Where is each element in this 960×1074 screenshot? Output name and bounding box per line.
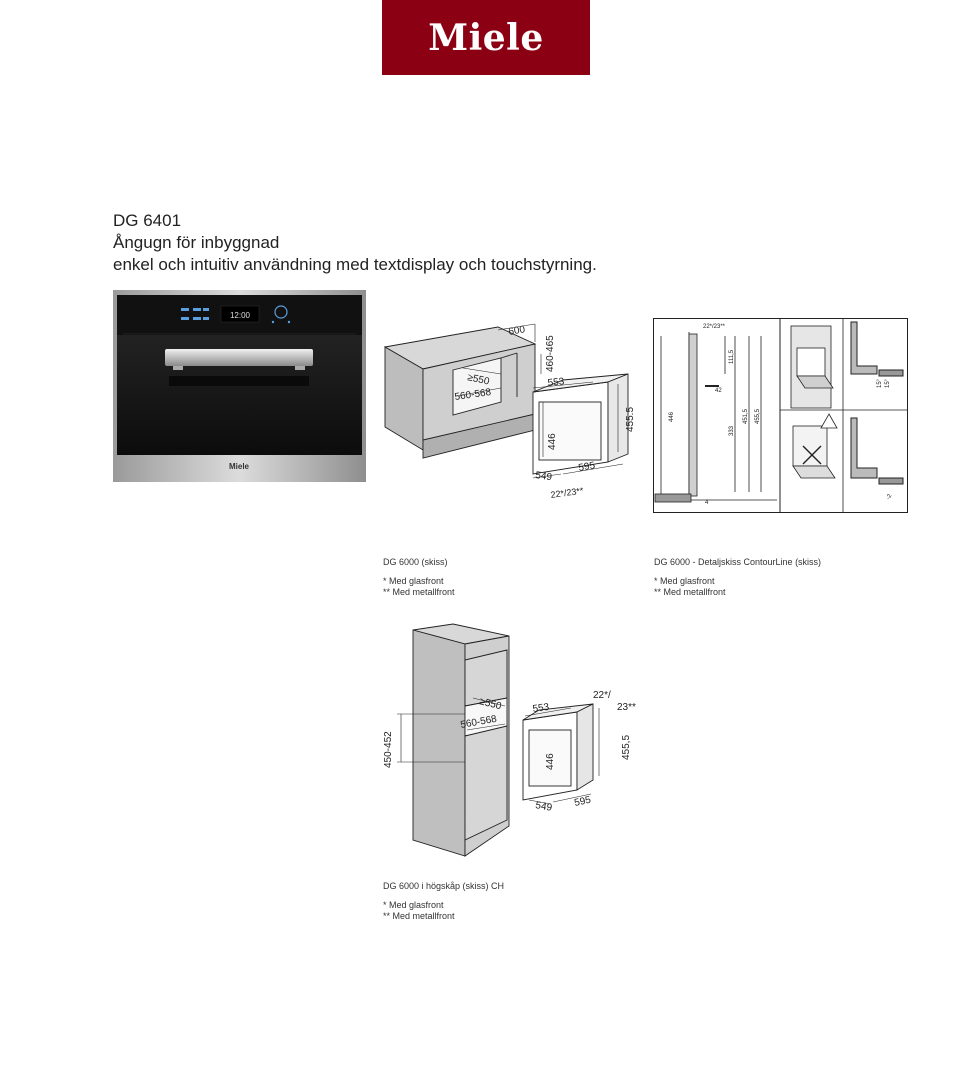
- detail-dim-42: 42: [715, 388, 722, 394]
- dim-min-550: ≥550: [466, 372, 490, 387]
- detail-dim-minus-2: -2: [886, 493, 894, 501]
- dim-460-465: 460-465: [545, 335, 556, 372]
- detail-dim-451-5: 451,5: [743, 408, 749, 424]
- caption-title: DG 6000 (skiss): [383, 557, 448, 567]
- oven-brand-plate: Miele: [229, 462, 250, 471]
- detail-dim-333: 333: [729, 425, 735, 436]
- oven-product-image: 12:00 Miele: [113, 290, 366, 482]
- caption-note-metal: ** Med metallfront: [654, 587, 726, 597]
- dim-446: 446: [547, 433, 558, 450]
- dim-549: 549: [535, 470, 553, 483]
- detail-dim-455-5: 455,5: [755, 408, 761, 424]
- caption-contourline-drawing: DG 6000 - Detaljskiss ContourLine (skiss…: [654, 557, 821, 598]
- miele-logo: Miele: [382, 0, 590, 75]
- dim-553: 553: [547, 376, 565, 389]
- dim-22-23: 22*/23**: [550, 485, 585, 500]
- detail-dim-111-5: 111,5: [729, 349, 735, 364]
- tall-dim-min-550: ≥550: [478, 696, 503, 712]
- detail-angle-15-b: 15°: [885, 378, 891, 388]
- installation-drawing-contourline: 22*/23** 111,5 42 446 333 451,5 455,5 4 …: [653, 318, 908, 513]
- detail-dim-4: 4: [705, 500, 709, 506]
- dim-600: 600: [508, 324, 527, 338]
- tall-dim-446: 446: [545, 753, 556, 770]
- product-subtitle: Ångugn för inbyggnad: [113, 233, 280, 252]
- installation-drawing-tall-cabinet: 450-452 ≥550 560-568 553 22*/ 23** 446 4…: [383, 623, 636, 857]
- caption-title: DG 6000 i högskåp (skiss) CH: [383, 881, 505, 891]
- tall-dim-553: 553: [532, 702, 550, 715]
- caption-note-glass: * Med glasfront: [383, 576, 444, 586]
- detail-dim-446: 446: [669, 411, 675, 422]
- logo-text: Miele: [428, 16, 544, 59]
- tall-dim-450-452: 450-452: [383, 731, 394, 768]
- tall-dim-455-5: 455,5: [621, 735, 632, 760]
- dim-455-5: 455,5: [625, 407, 633, 432]
- dim-560-568: 560-568: [454, 387, 492, 403]
- oven-clock: 12:00: [230, 311, 251, 320]
- tall-dim-595: 595: [573, 795, 592, 809]
- model-title: DG 6401: [113, 211, 182, 230]
- installation-drawing-counter: 600 460-465 ≥550 560-568 553 455,5 446 5…: [383, 323, 633, 500]
- product-description: enkel och intuitiv användning med textdi…: [113, 255, 597, 274]
- caption-title: DG 6000 - Detaljskiss ContourLine (skiss…: [654, 557, 822, 567]
- tall-dim-549: 549: [534, 800, 553, 814]
- detail-dim-22-23: 22*/23**: [703, 324, 726, 330]
- caption-counter-drawing: DG 6000 (skiss) * Med glasfront ** Med m…: [383, 557, 455, 598]
- caption-note-glass: * Med glasfront: [383, 900, 444, 910]
- tall-dim-23: 23**: [617, 702, 636, 713]
- caption-note-metal: ** Med metallfront: [383, 911, 455, 921]
- tall-dim-22: 22*/: [593, 690, 611, 701]
- product-header: DG 6401 Ångugn för inbyggnad enkel och i…: [113, 210, 597, 276]
- caption-tall-cabinet-drawing: DG 6000 i högskåp (skiss) CH * Med glasf…: [383, 881, 504, 922]
- caption-note-glass: * Med glasfront: [654, 576, 715, 586]
- detail-angle-15-a: 15°: [877, 378, 883, 388]
- caption-note-metal: ** Med metallfront: [383, 587, 455, 597]
- dim-595: 595: [578, 460, 597, 474]
